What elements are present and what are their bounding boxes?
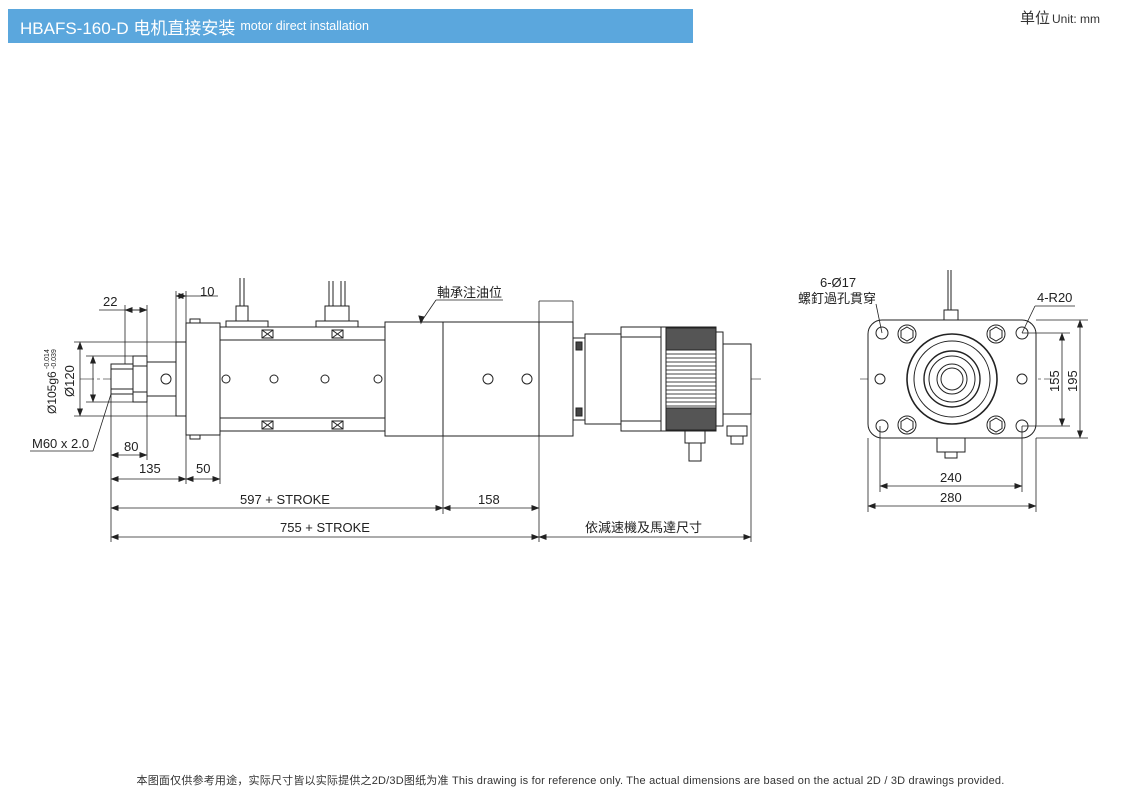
hex-bolt-bl: [897, 415, 917, 435]
dim-280-label: 280: [940, 490, 962, 505]
tolerance-lower: -0.039: [51, 349, 58, 369]
end-view-labels: 6-Ø17 螺釘過孔貫穿 4-R20 155 195 240 280: [798, 275, 1080, 505]
hex-bolt-br: [986, 415, 1006, 435]
side-view: [80, 278, 762, 462]
dim-755-label: 755 + STROKE: [280, 520, 370, 535]
bearing-grease-label: 軸承注油位: [437, 285, 502, 300]
unit-label-en: Unit: mm: [1052, 12, 1101, 26]
dia-120-label: Ø120: [62, 365, 77, 397]
holes-note-label: 螺釘過孔貫穿: [798, 291, 876, 306]
dim-135-label: 135: [139, 461, 161, 476]
reducer-note-label: 依減速機及馬達尺寸: [585, 520, 702, 535]
end-view-dimensions: [867, 319, 1088, 512]
side-view-labels: 10 22 軸承注油位 Ø105g6 -0.014 -0.039 Ø120 M6…: [32, 284, 702, 535]
title-bar: HBAFS-160-D 电机直接安装 motor direct installa…: [8, 9, 693, 43]
dim-50-label: 50: [196, 461, 210, 476]
tolerance-upper: -0.014: [44, 349, 51, 369]
hex-bolt-tr: [986, 324, 1006, 344]
dim-22-label: 22: [103, 294, 117, 309]
unit-label-cn: 单位: [1020, 10, 1051, 27]
dia-105-label: Ø105g6: [45, 371, 59, 414]
page-title: HBAFS-160-D 电机直接安装: [20, 18, 236, 38]
end-flange-plate: [867, 319, 1037, 439]
thread-label: M60 x 2.0: [32, 436, 89, 451]
page-subtitle: motor direct installation: [240, 19, 369, 33]
dim-10-label: 10: [200, 284, 214, 299]
dim-80-label: 80: [124, 439, 138, 454]
dim-158-label: 158: [478, 492, 500, 507]
holes-count-label: 6-Ø17: [820, 275, 856, 290]
dim-597-label: 597 + STROKE: [240, 492, 330, 507]
dim-240-label: 240: [940, 470, 962, 485]
dim-195-label: 195: [1065, 370, 1080, 392]
hex-bolt-tl: [897, 324, 917, 344]
corner-radius-label: 4-R20: [1037, 290, 1072, 305]
dim-155-label: 155: [1047, 370, 1062, 392]
side-view-dimensions: [30, 291, 752, 542]
end-view: [860, 270, 1075, 459]
footer-disclaimer: 本图面仅供参考用途，实际尺寸皆以实际提供之2D/3D图纸为准 This draw…: [136, 775, 1005, 787]
